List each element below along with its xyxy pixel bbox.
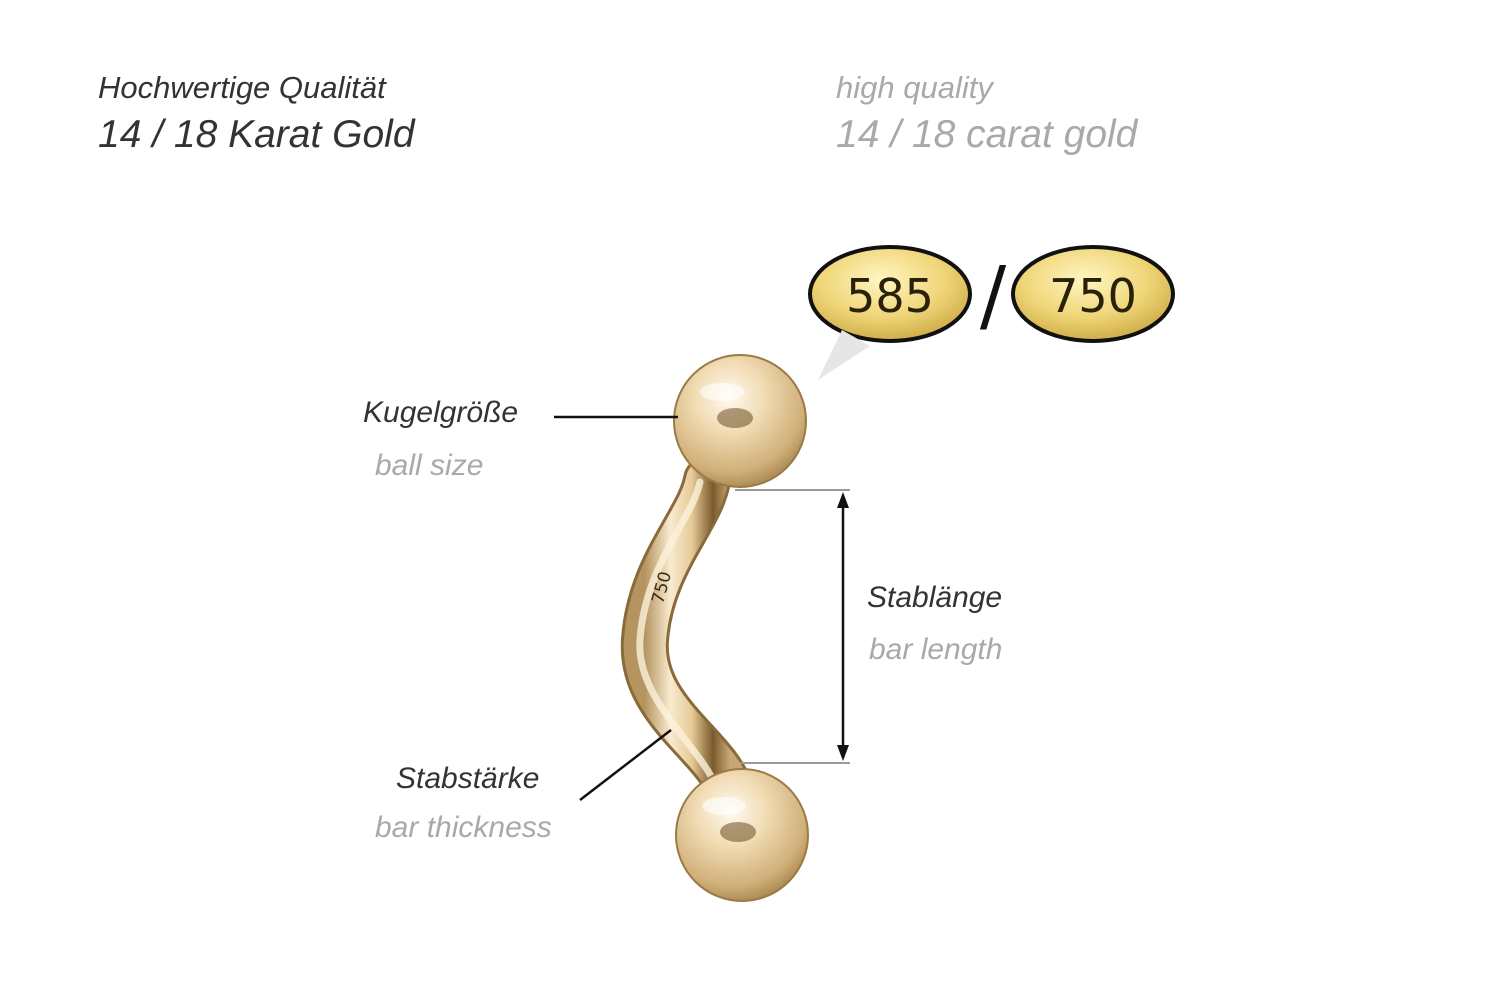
stamp-750: 750	[1011, 245, 1175, 343]
stamp-585: 585	[808, 245, 972, 343]
ball-size-label-german: Kugelgröße	[363, 396, 519, 429]
bar-length-label-german: Stablänge	[867, 581, 1003, 614]
stamp-585-text: 585	[846, 269, 934, 323]
curved-bar	[623, 459, 751, 811]
stamp-750-text: 750	[1049, 269, 1137, 323]
stamp-separator: /	[980, 251, 1007, 341]
bar-length-label-english: bar length	[869, 633, 1003, 666]
bar-thickness-leader	[579, 729, 672, 801]
bar-highlight	[636, 478, 722, 794]
title-german-line1: Hochwertige Qualität	[98, 70, 386, 105]
ball-size-label-english: ball size	[375, 449, 484, 482]
bar-thickness-label-german: Stabstärke	[396, 762, 540, 795]
stamp-pointer	[818, 330, 870, 380]
title-english-line1: high quality	[836, 70, 993, 105]
title-german-line2: 14 / 18 Karat Gold	[98, 113, 415, 156]
bottom-ball	[675, 768, 809, 902]
top-ball	[673, 354, 807, 488]
bar-thickness-label-english: bar thickness	[375, 811, 552, 844]
title-english-line2: 14 / 18 carat gold	[836, 113, 1138, 156]
bar-length-dimension	[735, 489, 850, 764]
